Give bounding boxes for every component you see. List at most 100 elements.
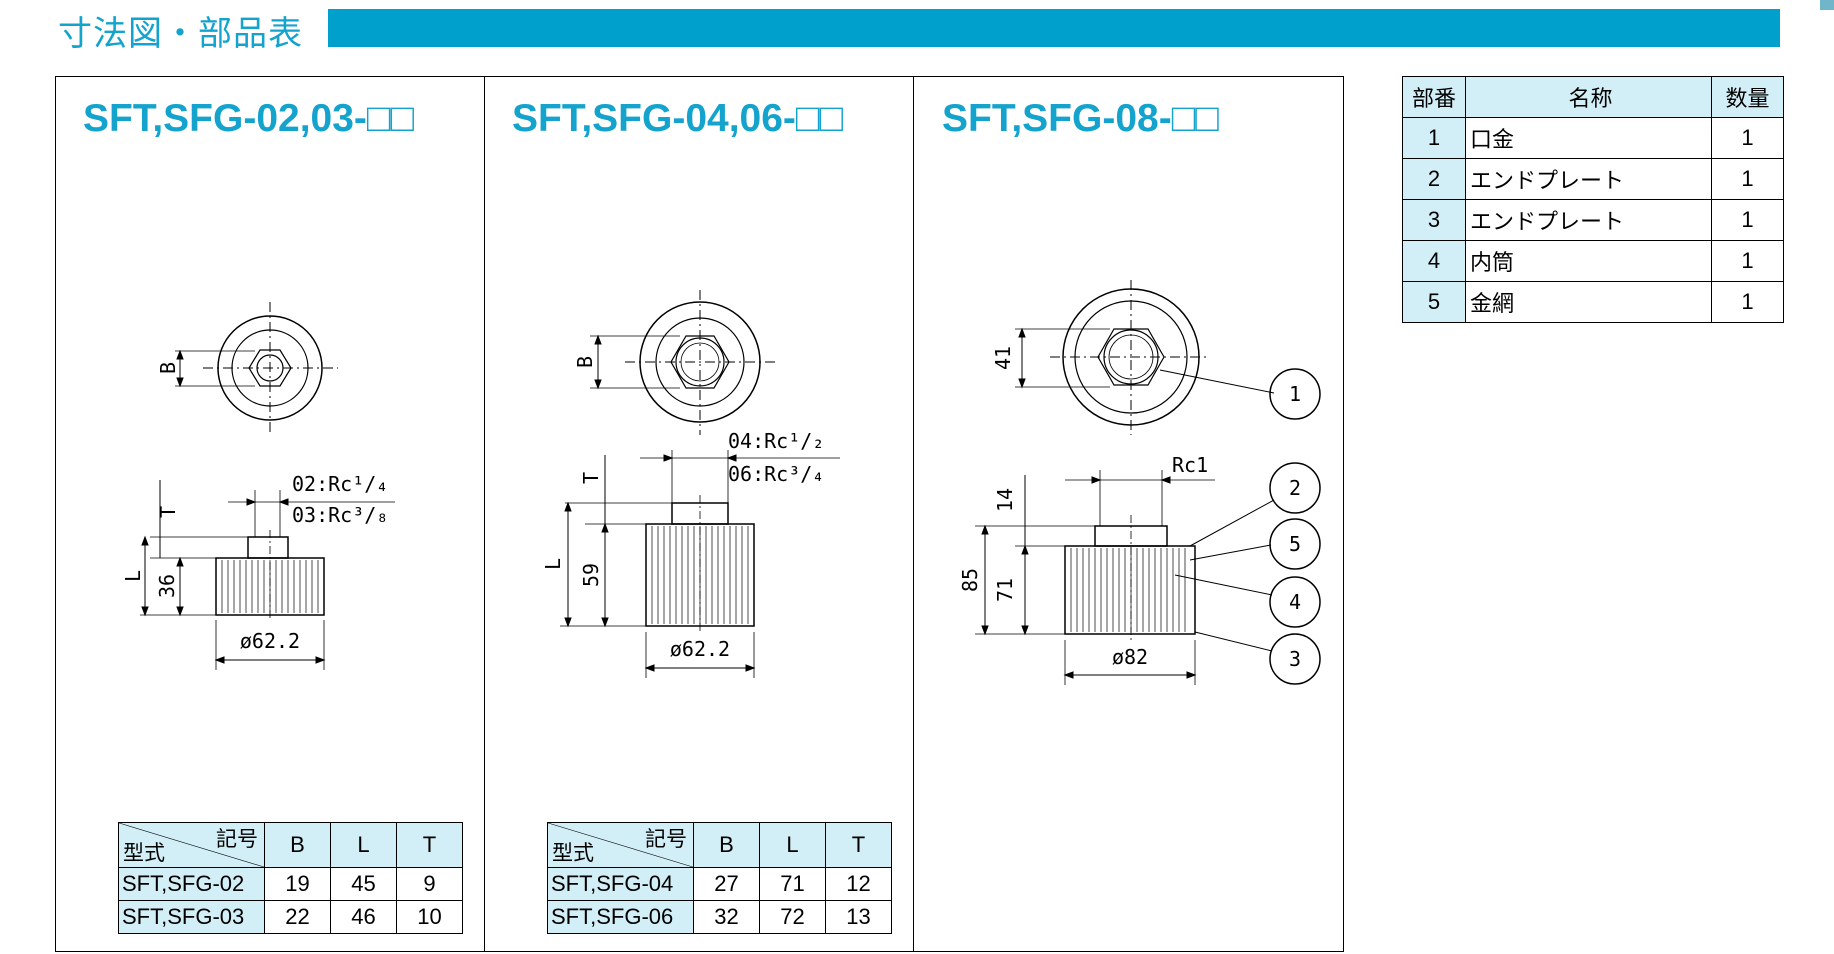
value-cell: 10 xyxy=(396,900,463,934)
col-header-part-name: 名称 xyxy=(1465,76,1712,118)
dim-b-label: 41 xyxy=(991,346,1015,370)
balloon-label: 3 xyxy=(1289,647,1301,671)
corner-mark xyxy=(1820,0,1834,10)
dim-dia-label: ø62.2 xyxy=(240,629,300,653)
dim-t-label: T xyxy=(579,472,603,484)
parts-table-header: 部番 名称 数量 xyxy=(1402,76,1784,118)
part-name-cell: 金網 xyxy=(1465,281,1712,323)
dim-dia-label: ø62.2 xyxy=(670,637,730,661)
col-header-t: T xyxy=(825,822,892,868)
part-name-cell: 口金 xyxy=(1465,117,1712,159)
dim-b-label: B xyxy=(573,356,597,368)
table-row: SFT,SFG-06 32 72 13 xyxy=(547,900,892,934)
drawing-frame: SFT,SFG-02,03-□□ SFT,SFG-04,06-□□ SFT,SF… xyxy=(55,76,1344,952)
part-name-cell: 内筒 xyxy=(1465,240,1712,282)
port-size-a: Rc1 xyxy=(1172,453,1208,477)
part-no-cell: 4 xyxy=(1402,240,1466,282)
port-size-b: 03:Rc³/₈ xyxy=(292,503,388,527)
model-cell: SFT,SFG-03 xyxy=(118,900,265,934)
port-size-a: 02:Rc¹/₄ xyxy=(292,472,388,496)
corner-model-label: 型式 xyxy=(123,842,165,865)
dim-l-label: 85 xyxy=(958,568,982,592)
corner-model-label: 型式 xyxy=(552,842,594,865)
port-size-a: 04:Rc¹/₂ xyxy=(728,429,824,453)
value-cell: 19 xyxy=(264,867,331,901)
col-header-t: T xyxy=(396,822,463,868)
drawing-top-view-08 xyxy=(1015,280,1321,435)
part-name-cell: エンドプレート xyxy=(1465,158,1712,200)
part-no-cell: 2 xyxy=(1402,158,1466,200)
table-row: 3 エンドプレート 1 xyxy=(1402,199,1784,241)
dim-l-label: L xyxy=(121,570,145,582)
header-bar xyxy=(328,9,1780,47)
part-qty-cell: 1 xyxy=(1711,117,1784,159)
corner-symbol-label: 記号 xyxy=(216,828,258,851)
dim-t-label: 14 xyxy=(993,488,1017,512)
part-no-cell: 3 xyxy=(1402,199,1466,241)
dim-height-label: 36 xyxy=(155,574,179,598)
table-row: 4 内筒 1 xyxy=(1402,240,1784,282)
dim-b-label: B xyxy=(156,362,180,374)
dim-height-label: 59 xyxy=(579,563,603,587)
dim-l-label: L xyxy=(541,558,565,570)
spec-table-04-06: 記号 型式 B L T SFT,SFG-04 27 71 12 SFT,SFG-… xyxy=(547,822,892,934)
drawing-side-view-08 xyxy=(975,462,1321,685)
spec-table-corner: 記号 型式 xyxy=(547,822,694,868)
balloon-label: 5 xyxy=(1289,532,1301,556)
value-cell: 46 xyxy=(330,900,397,934)
value-cell: 9 xyxy=(396,867,463,901)
table-row: SFT,SFG-03 22 46 10 xyxy=(118,900,463,934)
dim-dia-label: ø82 xyxy=(1112,645,1148,669)
dim-t-label: T xyxy=(156,506,180,518)
value-cell: 13 xyxy=(825,900,892,934)
value-cell: 71 xyxy=(759,867,826,901)
model-cell: SFT,SFG-06 xyxy=(547,900,694,934)
drawing-top-view-02-03 xyxy=(175,302,338,435)
table-row: SFT,SFG-04 27 71 12 xyxy=(547,867,892,901)
part-no-cell: 1 xyxy=(1402,117,1466,159)
spec-table-corner: 記号 型式 xyxy=(118,822,265,868)
part-name-cell: エンドプレート xyxy=(1465,199,1712,241)
spec-table-02-03: 記号 型式 B L T SFT,SFG-02 19 45 9 SFT,SFG-0… xyxy=(118,822,463,934)
balloon-label: 1 xyxy=(1289,382,1301,406)
value-cell: 12 xyxy=(825,867,892,901)
drawing-top-view-04-06 xyxy=(590,290,775,435)
part-qty-cell: 1 xyxy=(1711,158,1784,200)
panel-title-04-06: SFT,SFG-04,06-□□ xyxy=(512,97,844,140)
part-qty-cell: 1 xyxy=(1711,199,1784,241)
table-row: 5 金網 1 xyxy=(1402,281,1784,323)
panel-divider xyxy=(913,77,914,951)
port-size-b: 06:Rc³/₄ xyxy=(728,462,824,486)
col-header-quantity: 数量 xyxy=(1711,76,1784,118)
panel-title-02-03: SFT,SFG-02,03-□□ xyxy=(83,97,415,140)
drawing-side-view-02-03 xyxy=(140,480,395,670)
corner-symbol-label: 記号 xyxy=(645,828,687,851)
panel-divider xyxy=(484,77,485,951)
part-no-cell: 5 xyxy=(1402,281,1466,323)
drawing-side-view-04-06 xyxy=(560,450,840,678)
value-cell: 32 xyxy=(693,900,760,934)
panel-title-08: SFT,SFG-08-□□ xyxy=(942,97,1219,140)
model-cell: SFT,SFG-04 xyxy=(547,867,694,901)
col-header-l: L xyxy=(330,822,397,868)
page-title: 寸法図・部品表 xyxy=(58,14,303,54)
col-header-b: B xyxy=(693,822,760,868)
table-row: 1 口金 1 xyxy=(1402,117,1784,159)
balloon-label: 2 xyxy=(1289,476,1301,500)
value-cell: 27 xyxy=(693,867,760,901)
model-cell: SFT,SFG-02 xyxy=(118,867,265,901)
value-cell: 72 xyxy=(759,900,826,934)
col-header-b: B xyxy=(264,822,331,868)
value-cell: 22 xyxy=(264,900,331,934)
value-cell: 45 xyxy=(330,867,397,901)
part-qty-cell: 1 xyxy=(1711,240,1784,282)
table-row: 2 エンドプレート 1 xyxy=(1402,158,1784,200)
col-header-l: L xyxy=(759,822,826,868)
table-row: SFT,SFG-02 19 45 9 xyxy=(118,867,463,901)
dim-height-label: 71 xyxy=(993,578,1017,602)
balloon-label: 4 xyxy=(1289,590,1301,614)
part-qty-cell: 1 xyxy=(1711,281,1784,323)
col-header-part-no: 部番 xyxy=(1402,76,1466,118)
parts-table: 部番 名称 数量 1 口金 1 2 エンドプレート 1 3 エンドプレート 1 … xyxy=(1402,76,1784,323)
